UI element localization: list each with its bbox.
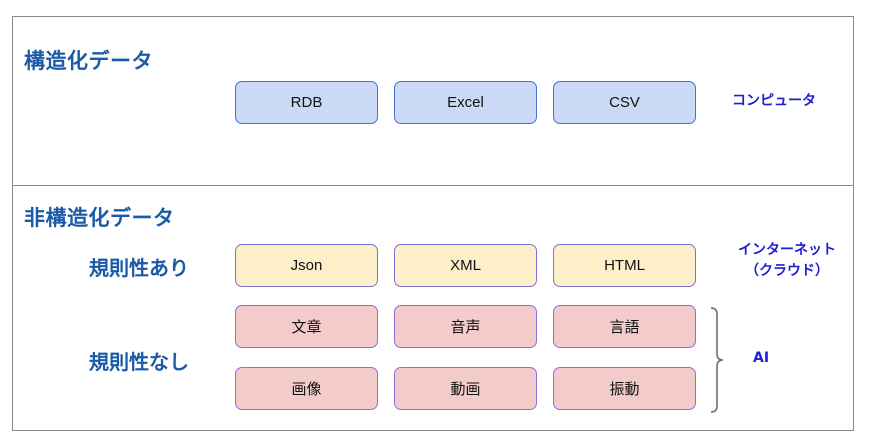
side-label-computer: コンピュータ [732,93,816,109]
side-label-internet-line2: （クラウド） [745,263,829,279]
irregular-label: 規則性なし [89,350,189,374]
box-json: Json [235,244,378,287]
box-language: 言語 [553,305,696,348]
side-label-internet: インターネット （クラウド） [721,240,853,282]
box-audio: 音声 [394,305,537,348]
box-vibration: 振動 [553,367,696,410]
structured-data-section: 構造化データ RDB Excel CSV コンピュータ [12,16,854,186]
structured-data-title: 構造化データ [24,49,153,73]
regular-label: 規則性あり [89,256,189,280]
box-csv: CSV [553,81,696,124]
side-label-internet-line1: インターネット [738,242,836,258]
box-rdb: RDB [235,81,378,124]
box-html: HTML [553,244,696,287]
right-brace-icon [710,307,724,413]
unstructured-data-section: 非構造化データ 規則性あり Json XML HTML インターネット （クラウ… [12,185,854,431]
box-xml: XML [394,244,537,287]
box-image: 画像 [235,367,378,410]
box-excel: Excel [394,81,537,124]
unstructured-data-title: 非構造化データ [24,206,175,230]
box-text: 文章 [235,305,378,348]
side-label-ai: AI [753,350,770,366]
box-video: 動画 [394,367,537,410]
